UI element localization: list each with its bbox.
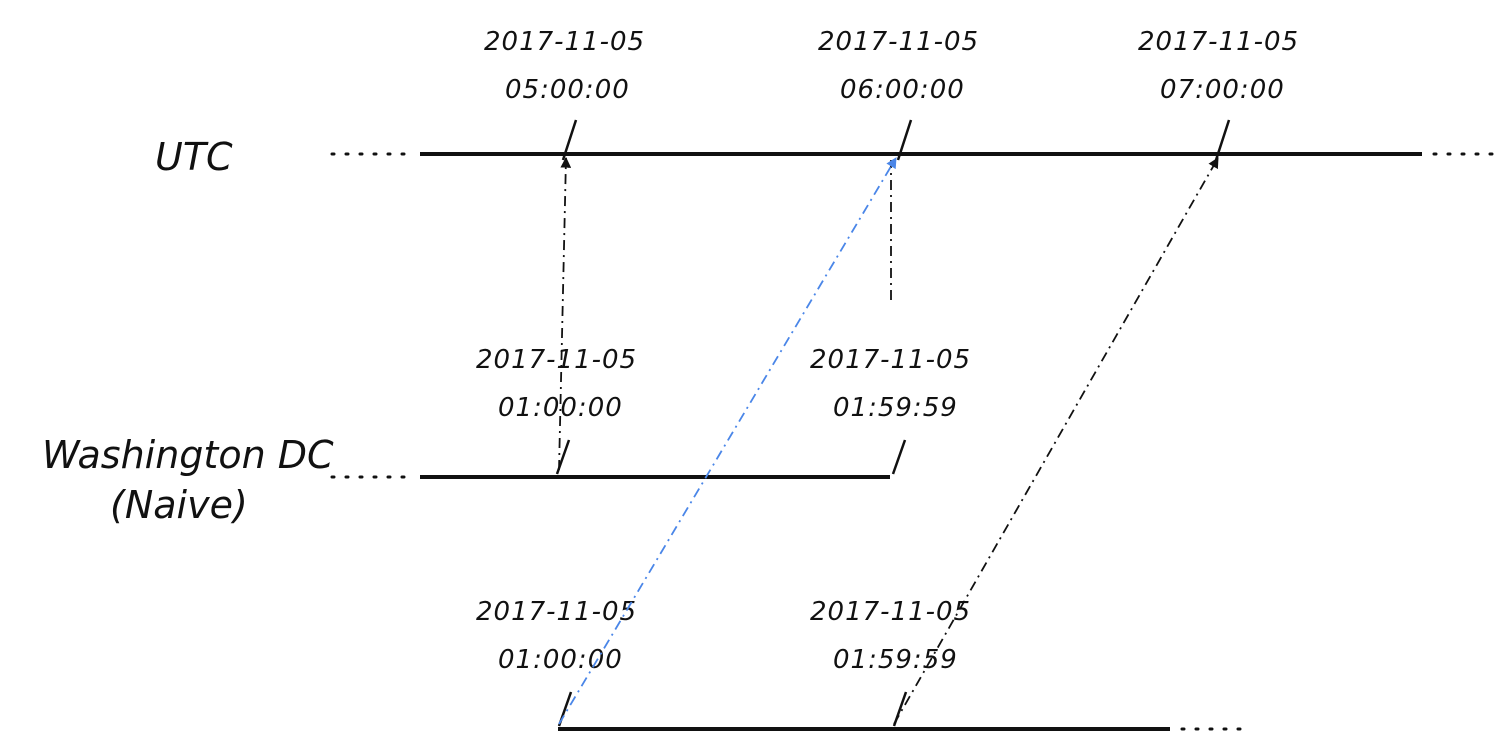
utc-row-label: UTC <box>155 135 233 179</box>
third-tick-015959-time: 01:59:59 <box>833 645 958 675</box>
washington-tick-015959 <box>891 439 907 475</box>
washington-tick-015959-time: 01:59:59 <box>833 393 958 423</box>
utc-tick-0700 <box>1214 119 1231 161</box>
connector-third015959-to-utc0700 <box>893 157 1219 725</box>
third-tick-0100-time: 01:00:00 <box>498 645 623 675</box>
connector-dc0100-to-utc0500 <box>558 156 572 471</box>
washington-tick-0100-date: 2017-11-05 <box>476 345 637 375</box>
washington-tick-015959-date: 2017-11-05 <box>810 345 971 375</box>
utc-tick-0700-date: 2017-11-05 <box>1138 27 1299 57</box>
utc-tick-0700-time: 07:00:00 <box>1160 75 1285 105</box>
third-tick-015959-date: 2017-11-05 <box>810 597 971 627</box>
utc-tick-0500-date: 2017-11-05 <box>484 27 645 57</box>
utc-tick-0500 <box>561 119 578 161</box>
utc-tick-0600-date: 2017-11-05 <box>818 27 979 57</box>
utc-tick-0600 <box>896 119 913 161</box>
utc-tick-0600-time: 06:00:00 <box>840 75 965 105</box>
connector-third0100-to-utc0600 <box>558 157 897 725</box>
washington-row-label: Washington DC <box>42 433 334 477</box>
third-tick-0100-date: 2017-11-05 <box>476 597 637 627</box>
washington-row-label-qualifier: (Naive) <box>110 483 248 527</box>
utc-tick-0500-time: 05:00:00 <box>505 75 630 105</box>
